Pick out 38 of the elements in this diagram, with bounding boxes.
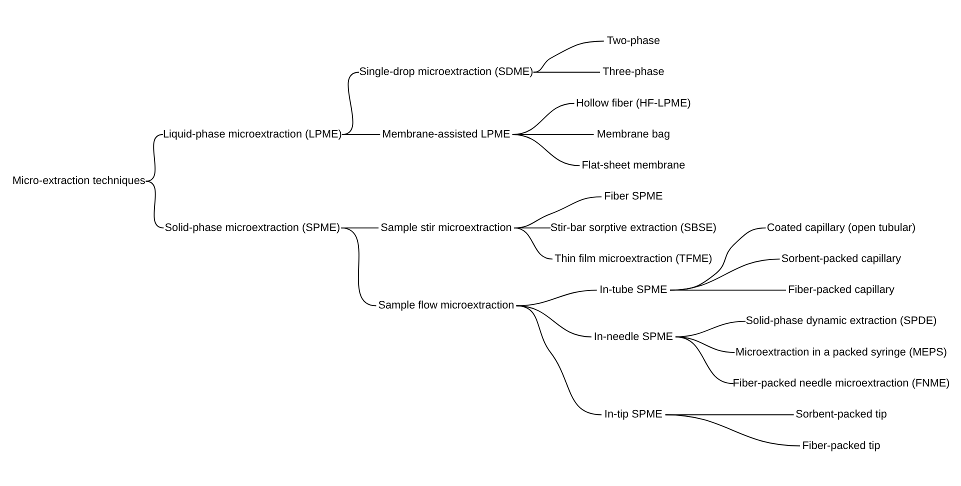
node-text: Liquid-phase microextraction (LPME) [162, 128, 342, 140]
node-text: Single-drop microextraction (SDME) [359, 66, 534, 78]
node-text: Sorbent-packed capillary [781, 252, 902, 264]
node-text: Fiber-packed capillary [788, 284, 894, 296]
node-text: Two-phase [606, 34, 660, 47]
node-text: Fiber SPME [604, 190, 663, 202]
connector [512, 134, 580, 166]
connector [145, 180, 164, 228]
node-text: Sorbent-packed tip [796, 408, 887, 420]
connector [670, 289, 786, 290]
connector [516, 304, 602, 415]
connector [532, 40, 604, 72]
node-text: Stir-bar sorptive extraction (SBSE) [550, 221, 717, 234]
node-text: Solid-phase microextraction (SPME) [164, 221, 340, 234]
node-text: Hollow fiber (HF-LPME) [576, 96, 691, 109]
node-text: In-tube SPME [600, 284, 668, 296]
node-text: Flat-sheet membrane [582, 159, 686, 172]
connector [145, 134, 164, 182]
connector [514, 226, 553, 260]
node-text: Microextraction in a packed syringe (MEPS) [736, 346, 948, 358]
connector [532, 71, 600, 72]
node-text: Fiber-packed tip [802, 439, 880, 452]
node-text: Solid-phase dynamic extraction (SPDE) [746, 314, 937, 327]
node-text: Membrane bag [596, 128, 670, 140]
node-text: Three-phase [602, 66, 664, 78]
node-text: Sample flow microextraction [378, 299, 514, 312]
connector [516, 289, 598, 306]
node-text: Membrane-assisted LPME [382, 128, 510, 140]
node-text: Sample stir microextraction [380, 221, 512, 234]
connector [675, 336, 734, 384]
node-text: Fiber-packed needle microextraction (FNME) [732, 376, 950, 389]
node-text: Thin film microextraction (TFME) [554, 252, 712, 264]
node-text: In-tip SPME [604, 408, 662, 420]
node-text: In-needle SPME [594, 330, 674, 342]
node-text: Micro-extraction techniques [12, 174, 146, 187]
node-text: Coated capillary (open tubular) [766, 221, 916, 234]
connector [664, 414, 800, 446]
connector [340, 226, 377, 306]
